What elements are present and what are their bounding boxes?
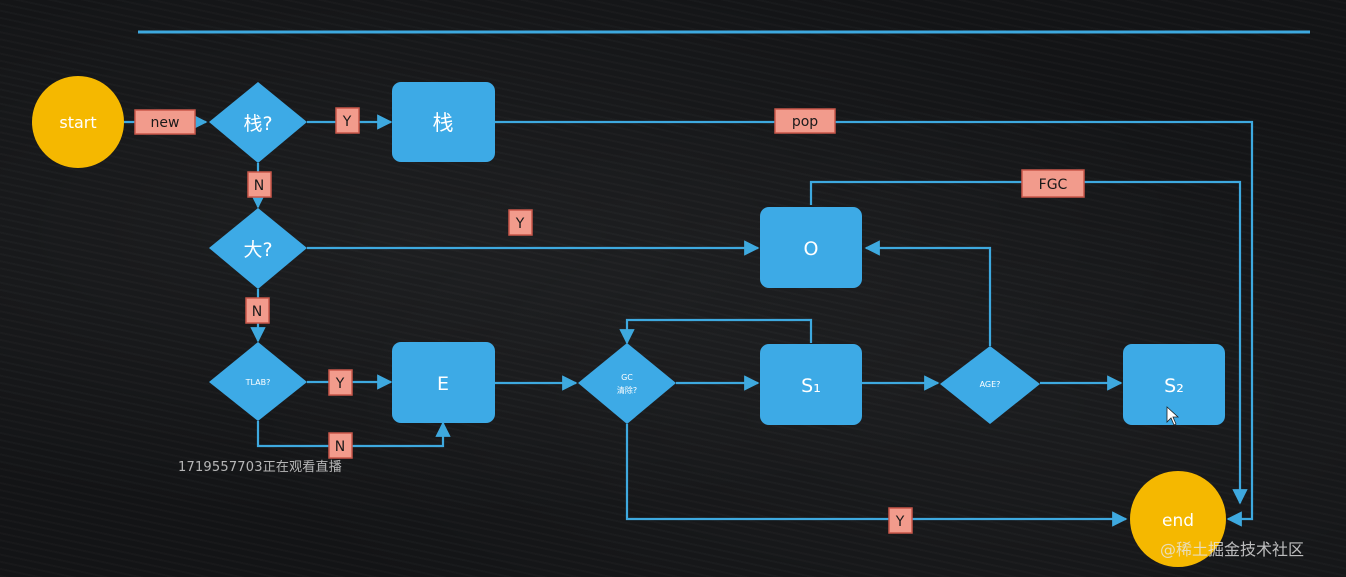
tlab-decision-label: TLAB? bbox=[245, 378, 271, 387]
edge-label-tlab-yes: Y bbox=[328, 369, 353, 396]
start-label: start bbox=[59, 113, 96, 132]
stack-box-label: 栈 bbox=[433, 111, 454, 135]
edge-label-tlab-no: N bbox=[328, 432, 353, 459]
edge-gc-q-to-end bbox=[625, 424, 1128, 527]
stack-decision: 栈? bbox=[209, 82, 307, 163]
survivor1-box-label: S₁ bbox=[801, 375, 821, 397]
edge-old-to-end bbox=[809, 180, 1248, 505]
eden-box: E bbox=[392, 342, 495, 423]
stack-decision-label: 栈? bbox=[243, 113, 272, 135]
live-viewer-notice: 1719557703正在观看直播 bbox=[178, 460, 342, 475]
survivor2-box: S₂ bbox=[1123, 344, 1225, 425]
edge-label-stack-no-text: N bbox=[254, 178, 264, 194]
end-label: end bbox=[1162, 511, 1194, 531]
gc-decision-label-line2: 清除? bbox=[617, 385, 637, 395]
edge-label-new: new bbox=[134, 109, 196, 135]
big-object-decision-label: 大? bbox=[243, 239, 272, 261]
edge-label-fgc: FGC bbox=[1021, 169, 1085, 198]
edge-label-stack-no: N bbox=[247, 171, 272, 198]
edge-label-tlab-no-text: N bbox=[335, 439, 345, 455]
eden-box-label: E bbox=[437, 373, 449, 395]
gc-decision: GC 清除? bbox=[578, 343, 676, 424]
edge-label-stack-yes: Y bbox=[335, 107, 360, 134]
old-gen-box-label: O bbox=[804, 238, 819, 260]
edge-s1-loop-to-gc-q bbox=[619, 318, 813, 345]
age-decision-label: AGE? bbox=[980, 380, 1001, 389]
age-decision: AGE? bbox=[940, 346, 1040, 424]
edge-label-stack-yes-text: Y bbox=[342, 114, 352, 130]
edge-label-tlab-yes-text: Y bbox=[335, 376, 345, 392]
edge-label-big-no: N bbox=[245, 297, 270, 324]
edge-label-big-no-text: N bbox=[252, 304, 262, 320]
big-object-decision: 大? bbox=[209, 208, 307, 289]
edge-label-gc-yes-text: Y bbox=[895, 514, 905, 530]
edge-label-big-yes-text: Y bbox=[515, 216, 525, 232]
start-node: start bbox=[32, 76, 124, 168]
old-gen-box: O bbox=[760, 207, 862, 288]
stack-box: 栈 bbox=[392, 82, 495, 162]
edge-age-q-to-old bbox=[864, 240, 992, 346]
edge-label-pop-text: pop bbox=[792, 114, 818, 130]
site-watermark: @稀土掘金技术社区 bbox=[1160, 540, 1305, 559]
tlab-decision: TLAB? bbox=[209, 342, 307, 421]
mouse-cursor-icon bbox=[1166, 406, 1180, 426]
survivor1-box: S₁ bbox=[760, 344, 862, 425]
edge-label-big-yes: Y bbox=[508, 209, 533, 236]
edge-label-gc-yes: Y bbox=[888, 507, 913, 534]
end-node: end bbox=[1130, 471, 1226, 567]
survivor2-box-label: S₂ bbox=[1164, 375, 1184, 397]
edge-label-fgc-text: FGC bbox=[1039, 177, 1068, 193]
gc-decision-label-line1: GC bbox=[621, 373, 633, 382]
edge-label-pop: pop bbox=[774, 108, 836, 134]
edge-label-new-text: new bbox=[151, 115, 180, 131]
edge-stack-to-end bbox=[495, 120, 1254, 527]
